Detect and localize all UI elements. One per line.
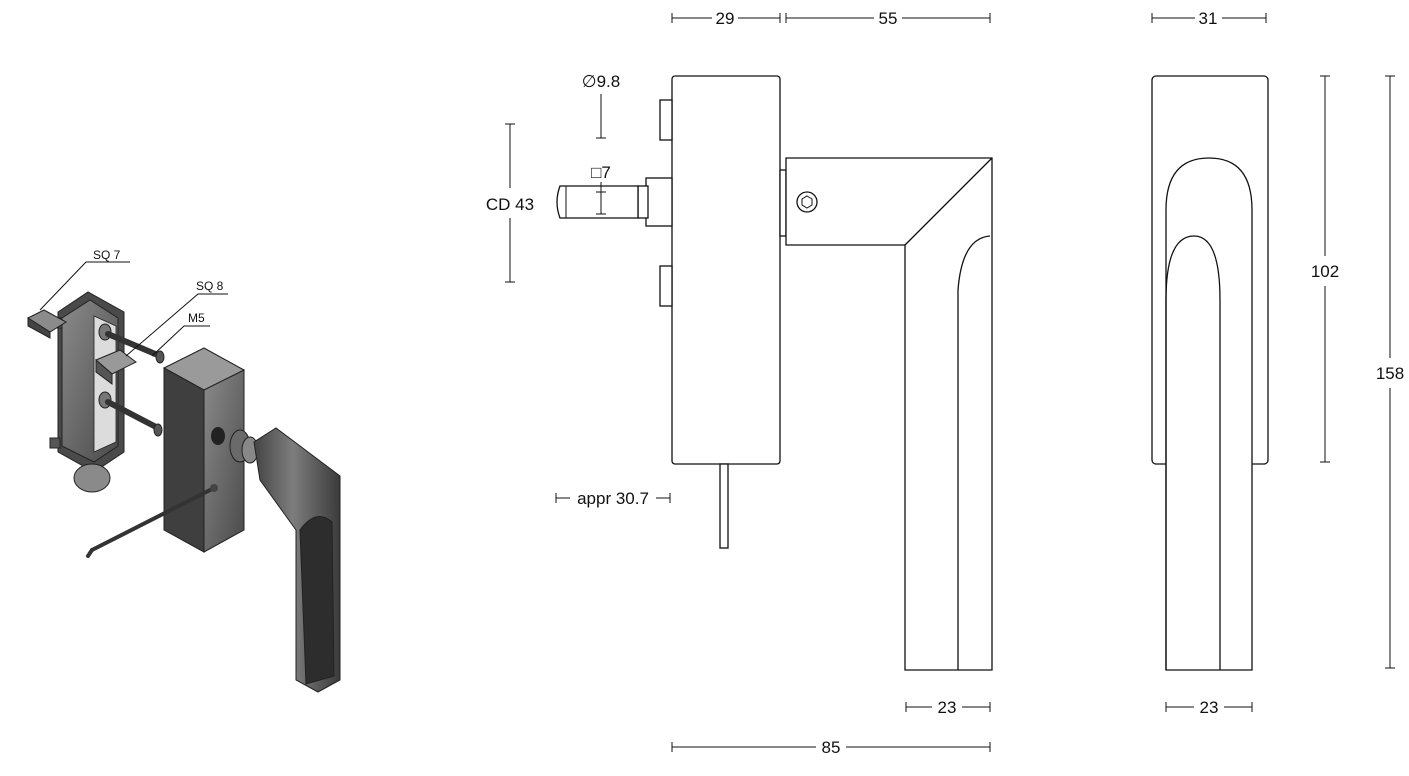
dim-appr-30-7: appr 30.7 (577, 489, 649, 508)
callout-m5: M5 (188, 311, 205, 325)
front-lever (1165, 157, 1253, 671)
side-clip-top (659, 99, 673, 141)
dim-29: 29 (716, 9, 735, 28)
side-view (556, 75, 993, 671)
side-locking-pin (719, 463, 729, 549)
isometric-exploded-view: SQ 7 SQ 8 M5 (26, 248, 341, 693)
dim-85: 85 (822, 738, 841, 757)
dim-square-7: □7 (591, 163, 611, 182)
front-lever-groove (1165, 235, 1221, 670)
side-square-spindle (556, 185, 639, 219)
dim-23-front: 23 (1200, 698, 1219, 717)
dim-spindle-diameter: ∅9.8 (582, 72, 620, 91)
dimension-lines (505, 13, 1395, 752)
iso-screws (105, 331, 165, 437)
side-backplate (671, 75, 781, 465)
side-clip-bottom (659, 265, 673, 307)
callout-sq8: SQ 8 (196, 279, 224, 293)
side-lever-groove (957, 235, 991, 670)
iso-spring (229, 429, 259, 464)
side-lever (785, 157, 993, 671)
dim-102: 102 (1311, 262, 1339, 281)
iso-lever (253, 427, 341, 693)
dim-cd43: CD 43 (486, 195, 534, 214)
dim-158: 158 (1376, 364, 1404, 383)
side-rose-neck (779, 169, 787, 237)
dim-23-side: 23 (938, 698, 957, 717)
iso-rod (86, 484, 218, 558)
dim-55: 55 (879, 9, 898, 28)
iso-handle-base (162, 347, 246, 553)
side-spindle-collar (637, 185, 649, 219)
side-spindle-boss (645, 177, 673, 227)
dim-31: 31 (1199, 9, 1218, 28)
front-view (1151, 75, 1269, 671)
callout-leaders (39, 261, 228, 357)
side-set-screw (796, 191, 818, 213)
callout-sq7: SQ 7 (93, 248, 121, 262)
